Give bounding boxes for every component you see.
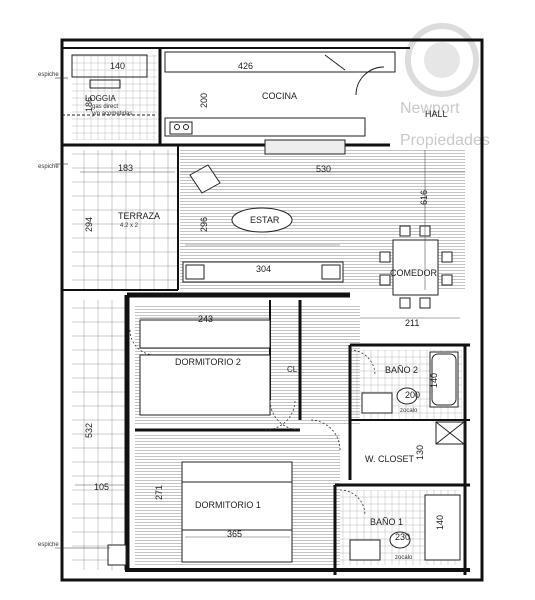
- label-terraza-area: 4.2 x 2: [120, 223, 139, 229]
- dim-294: 294: [84, 217, 94, 232]
- dim-271: 271: [154, 485, 164, 500]
- dim-532: 532: [84, 423, 94, 438]
- dim-243: 243: [198, 314, 213, 324]
- watermark-line-2: Propiedades: [400, 132, 490, 149]
- label-loggia-note-1: gas direct: [92, 104, 118, 110]
- label-bano-2: BAÑO 2: [385, 365, 418, 375]
- floor-hatching: [72, 55, 465, 570]
- dim-183: 183: [118, 163, 133, 173]
- dimension-labels: 140 426 186 200 530 183 294 296 616 304 …: [84, 61, 445, 542]
- dim-296: 296: [199, 217, 209, 232]
- dim-105: 105: [94, 482, 109, 492]
- bedroom-furniture: [139, 319, 293, 563]
- room-labels: LOGGIA gas direct y/o acometidas COCINA …: [85, 91, 448, 561]
- watermark-logo: Newport Propiedades: [400, 23, 490, 149]
- label-walk-closet: W. CLOSET: [365, 454, 415, 464]
- walls: [60, 38, 484, 582]
- dim-211: 211: [405, 318, 419, 328]
- label-estar: ESTAR: [250, 215, 280, 225]
- label-zocalo-2: zocalo: [395, 555, 413, 561]
- label-zocalo-1: zocalo: [400, 408, 418, 414]
- door-swings: [129, 329, 376, 516]
- dim-200-kitchen: 200: [199, 93, 209, 108]
- dim-365: 365: [227, 529, 242, 539]
- label-terraza: TERRAZA: [118, 211, 160, 221]
- loggia-fixtures: [62, 54, 155, 116]
- dim-530: 530: [316, 164, 331, 174]
- label-hall: HALL: [425, 109, 448, 119]
- espiche-2: espiche: [38, 164, 59, 170]
- espiche-1: espiche: [38, 72, 59, 78]
- label-dormitorio-1: DORMITORIO 1: [195, 500, 261, 510]
- label-comedor: COMEDOR: [390, 268, 438, 278]
- watermark-line-1: Newport: [400, 100, 460, 117]
- dim-426: 426: [238, 61, 253, 71]
- dim-140-loggia: 140: [110, 61, 125, 71]
- dim-140-bath2: 140: [429, 373, 439, 388]
- espiche-3: espiche: [38, 542, 59, 548]
- dim-130: 130: [415, 445, 425, 460]
- kitchen-counters: [164, 51, 396, 155]
- label-dormitorio-2: DORMITORIO 2: [175, 357, 241, 367]
- espiche-annotations: espiche espiche espiche: [38, 72, 110, 549]
- dim-200-bath2: 200: [405, 390, 420, 400]
- label-loggia: LOGGIA: [85, 94, 116, 103]
- label-cl: CL: [287, 365, 298, 374]
- label-cocina: COCINA: [262, 91, 297, 101]
- dim-616: 616: [419, 190, 429, 205]
- label-loggia-note-2: y/o acometidas: [92, 111, 132, 117]
- dim-140-bath1: 140: [435, 515, 445, 530]
- dim-230: 230: [395, 532, 410, 542]
- dimension-lines: [75, 150, 465, 538]
- dim-186: 186: [84, 97, 94, 112]
- dim-304: 304: [256, 264, 271, 274]
- label-bano-1: BAÑO 1: [370, 517, 403, 527]
- bathroom-fixtures: [107, 351, 465, 566]
